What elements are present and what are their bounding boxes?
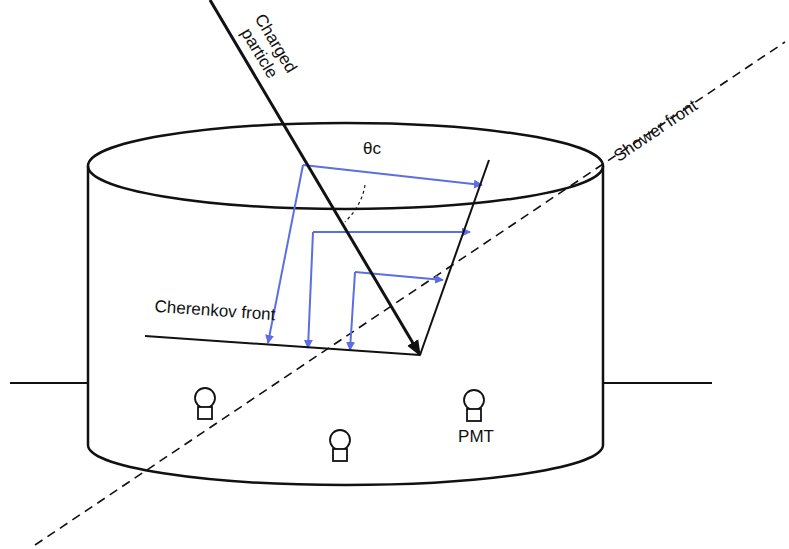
- pmt-symbols: [195, 388, 484, 461]
- cone-edge: [420, 160, 489, 355]
- tank: [88, 123, 603, 485]
- angle-arc: [345, 185, 365, 222]
- pmt-label: PMT: [446, 428, 506, 447]
- front-label: Cherenkov front: [140, 297, 291, 326]
- shower-label: Shower front: [601, 90, 711, 173]
- angle-label: θc: [352, 140, 392, 159]
- particle-track: [210, 0, 420, 355]
- cherenkov-rays: [268, 165, 482, 350]
- cherenkov-front-line: [145, 336, 420, 355]
- ground-lines: [10, 382, 712, 384]
- shower-front: [35, 42, 785, 545]
